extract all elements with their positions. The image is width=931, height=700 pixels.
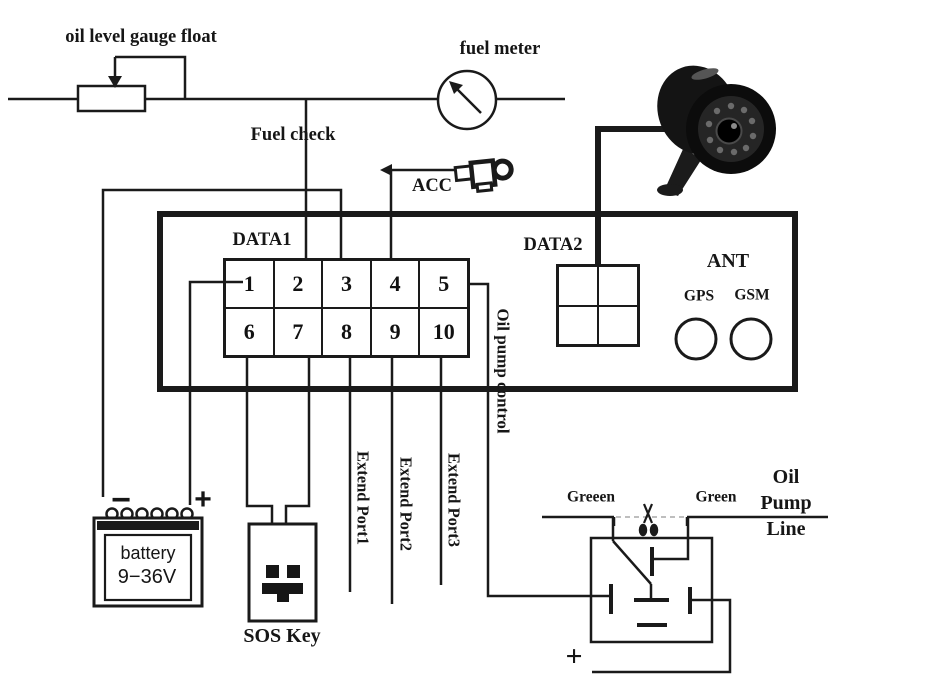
data1-connector: 1 2 3 4 5 6 7 8 9 10 (223, 258, 470, 358)
relay-plus-wire (592, 598, 732, 674)
green-wire-left-label: Greeen (567, 488, 615, 506)
camera-image (657, 65, 776, 196)
camera-lens (715, 117, 743, 145)
oil-pump-line-word: Oil (772, 466, 800, 488)
oil-pump-line-word: Pump (760, 492, 812, 514)
battery-plus-sign: + (194, 483, 212, 516)
data1-pin-1: 1 (225, 260, 274, 308)
scissors-icon (638, 503, 659, 537)
tracker-device-box (157, 211, 798, 392)
fuel-check-label: Fuel check (250, 124, 336, 145)
key-icon (453, 158, 514, 193)
data2-label: DATA2 (523, 234, 583, 255)
pin6-sos-wire (245, 357, 274, 525)
oil-level-gauge-float-label: oil level gauge float (65, 26, 217, 47)
oil-pump-line-label: Oil Pump Line (760, 464, 811, 542)
data1-pin-9: 9 (370, 308, 420, 356)
camera-ir-leds (705, 102, 757, 156)
sos-key-symbol (247, 522, 318, 623)
data1-pin-10: 10 (419, 308, 468, 356)
gsm-label: GSM (734, 286, 770, 304)
camera-cable (595, 126, 686, 267)
oil-pump-line-word: Line (766, 518, 806, 540)
data1-pin-3: 3 (322, 260, 371, 308)
data2-cell (558, 305, 598, 345)
battery-label: battery (120, 543, 176, 563)
extend-port2-label: Extend Port2 (396, 457, 416, 551)
data2-cell (598, 266, 638, 306)
green-wire-right-label: Green (695, 488, 737, 506)
sos-key-label: SOS Key (243, 625, 321, 647)
acc-label: ACC (411, 175, 453, 196)
fuel-meter-gauge-icon (436, 69, 498, 131)
battery-voltage-label: 9−36V (117, 566, 177, 588)
data1-pin-5: 5 (419, 260, 468, 308)
data2-cell (558, 266, 598, 306)
relay-symbol (589, 517, 732, 674)
ant-label: ANT (706, 250, 750, 272)
data2-cell (598, 305, 638, 345)
gps-label: GPS (683, 287, 715, 305)
data1-pin-6: 6 (225, 308, 274, 356)
data1-label: DATA1 (232, 229, 292, 250)
battery-minus-wire (101, 188, 343, 497)
data1-pin-8: 8 (322, 308, 371, 356)
extend-port1-label: Extend Port1 (353, 451, 373, 545)
oil-pump-control-wire (470, 282, 610, 598)
gsm-antenna-circle (729, 317, 773, 361)
gps-antenna-circle (674, 317, 718, 361)
data1-pin-4: 4 (370, 260, 420, 308)
battery-minus-sign: − (111, 481, 131, 519)
fuel-meter-label: fuel meter (459, 38, 541, 59)
relay-plus-sign: + (565, 640, 583, 673)
pin7-sos-wire (284, 357, 311, 525)
extend-port3-label: Extend Port3 (444, 453, 464, 547)
data2-connector (556, 264, 640, 347)
battery-symbol (92, 507, 204, 608)
data1-pin-7: 7 (273, 308, 323, 356)
oil-pump-control-label: Oil pump control (493, 308, 513, 434)
data1-pin-2: 2 (273, 260, 323, 308)
oil-level-gauge-float-symbol (76, 55, 187, 113)
